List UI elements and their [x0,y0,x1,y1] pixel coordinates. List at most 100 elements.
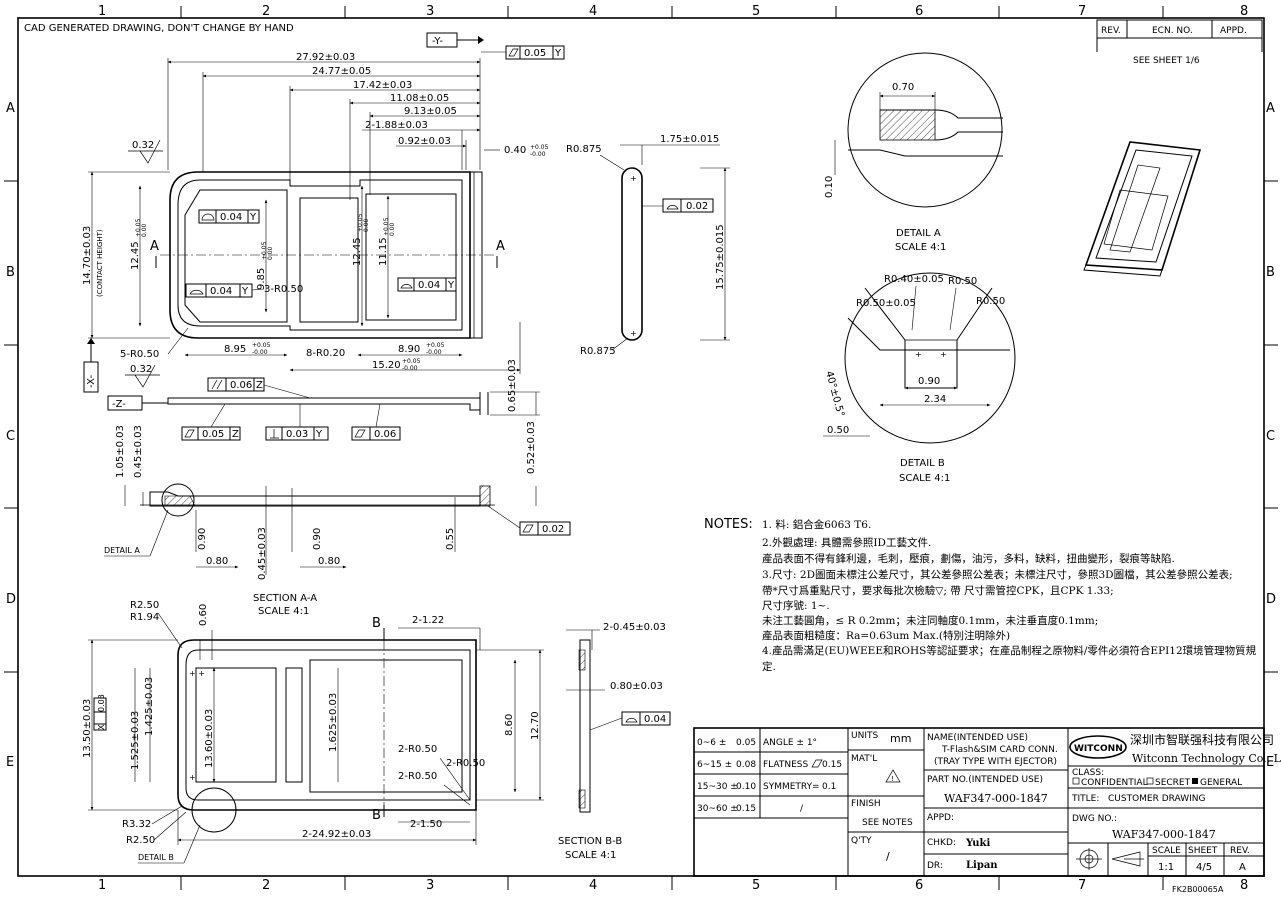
dim-8-90-tol-minus: -0.00 [426,349,442,356]
col-label-1b: 1 [98,878,106,893]
detail-b-callout: DETAIL B [138,853,174,862]
grid-markers: 1 2 3 4 5 6 7 8 1 2 3 4 5 6 7 8 A B C D … [4,4,1278,893]
appd-label: APPD: [927,813,954,823]
note-line-3: 產品表面不得有鋒利邊，毛刺，壓痕，劃傷，油污，多料，缺料，扭曲變形，裂痕等缺陷. [762,552,1175,565]
svg-text:+: + [940,350,947,359]
finish-value: SEE NOTES [862,818,913,828]
detail-b-label: DETAIL B [900,458,945,469]
dr-value: Lipan [966,860,998,871]
bottom-dim-060: 0.60 [198,604,209,626]
col-label-2: 2 [262,4,270,19]
detail-a-scale: SCALE 4:1 [895,242,946,253]
datum-y-label: -Y- [432,36,443,47]
row-label-a-r: A [1266,101,1275,116]
fcf-profile-1-value: 0.04 [220,212,242,223]
dim-0-92: 0.92±0.03 [398,136,451,147]
fcf-profile-3-value: 0.04 [418,280,440,291]
dim-12-45-b-tol-minus: 0.00 [363,218,370,232]
fcf-sec-aa [519,521,571,536]
top-view: -Y- 0.05 Y 27.92±0.03 24.77±0.05 17.42±0… [82,32,565,393]
tol-value-1: 0.05 [736,738,756,748]
rev-header-tb: REV. [1230,846,1250,856]
section-a-left: A [150,239,159,254]
fcf-sec-aa-value: 0.02 [542,524,564,535]
company-name-cn: 深圳市智联强科技有限公司 [1130,732,1274,747]
section-b-b: 2-0.45±0.03 0.80±0.03 0.04 SECTION B-B S… [558,622,671,861]
tol-symmetry: SYMMETRY [763,782,813,792]
col-label-7b: 7 [1078,878,1086,893]
dim-12-45-a: 12.45 [130,241,141,270]
projection-icon [1076,848,1144,870]
detail-a-dim-070: 0.70 [892,82,914,93]
svg-text:=: = [812,782,820,792]
tol-range-1: 0~6 ± [697,738,726,748]
col-label-4b: 4 [589,878,597,893]
class-secret-checkbox [1146,777,1154,785]
sec-aa-dim-090-a: 0.90 [197,528,208,550]
dim-8-90-tol-plus: +0.05 [426,342,445,349]
fcf-perp-y-value: 0.03 [286,429,308,440]
fcf-symmetry-datum: X [97,724,106,730]
col-label-5: 5 [752,4,760,19]
fcf-flat-z-datum: Z [232,429,239,440]
svg-text:+: + [630,329,637,338]
name-label: NAME(INTENDED USE) [927,733,1028,743]
dim-0-40: 0.40 [504,145,526,156]
chkd-value: Yuki [965,838,990,849]
row-label-e-r: E [1266,755,1274,770]
fcf-perp-y-datum: Y [315,429,323,440]
sec-bb-dim-080: 0.80±0.03 [610,681,663,692]
section-aa-label: SECTION A-A [253,593,317,604]
tol-angle: ANGLE ± 1° [763,738,817,748]
fcf-symmetry-value: 0.03 [97,694,106,712]
sec-aa-dim-065: 0.65±0.03 [507,359,518,412]
radius-5-r0-50: 5-R0.50 [120,349,159,360]
dim-0-40-tol-minus: -0.00 [530,151,546,158]
dim-2-1-88: 2-1.88±0.03 [365,120,428,131]
qty-label: Q'TY [851,836,872,846]
sec-aa-dim-105: 1.05±0.03 [115,425,126,478]
detail-b-angle: 40°±0.5° [823,370,846,418]
matl-label: MAT'L [851,754,877,764]
dim-8-95-tol-minus: -0.00 [252,349,268,356]
col-label-8b: 8 [1240,878,1248,893]
side-profile [621,167,643,341]
fcf-flat-2-value: 0.06 [374,429,396,440]
dim-12-45-a-tol-minus: 0.00 [141,223,148,237]
detail-a: 0.70 0.10 DETAIL A SCALE 4:1 [824,52,1003,253]
row-label-a: A [6,101,15,116]
fcf-profile-1 [198,209,260,224]
qty-value: / [886,850,890,863]
sec-aa-dim-045: 0.45±0.03 [133,425,144,478]
bottom-r250: R2.50 [130,600,159,611]
sec-bb-dim-2-045: 2-0.45±0.03 [603,622,666,633]
sec-aa-dim-080-b: 0.80 [318,556,340,567]
bottom-view: + + + R2.50 R1.94 0.60 B 2-1.22 B 13.50±… [82,600,544,864]
dim-9-85: 9.85 [256,268,267,290]
bottom-dim-1270: 12.70 [530,711,541,740]
dim-8-95-tol-plus: +0.05 [252,342,271,349]
bottom-r194: R1.94 [130,612,159,623]
tol-flatness-value: 0.15 [822,760,842,770]
bottom-dim-2-150: 2-1.50 [410,819,442,830]
ecn-header: ECN. NO. [1152,26,1193,36]
note-line-6: 尺寸序號: 1~. [762,599,830,612]
section-bb-scale: SCALE 4:1 [565,850,616,861]
revision-block: REV. ECN. NO. APPD. SEE SHEET 1/6 [1096,19,1263,66]
fcf-flatness-top-datum: Y [554,48,562,59]
radius-8-r0-20: 8-R0.20 [306,348,345,359]
fcf-parallel [207,377,265,392]
tol-range-3: 15~30 ± [697,782,738,792]
class-general: GENERAL [1200,778,1242,788]
see-sheet-note: SEE SHEET 1/6 [1133,56,1200,66]
appd-header: APPD. [1220,26,1247,36]
part-number: WAF347-000-1847 [944,792,1048,805]
svg-text:+: + [189,773,196,782]
name-line-1: T-Flash&SIM CARD CONN. [941,745,1058,755]
dim-15-20-tol-minus: -0.00 [402,365,418,372]
dim-15-20-tol-plus: +0.05 [402,358,421,365]
fcf-profile-3-datum: Y [447,280,455,291]
sheet-header: SHEET [1188,846,1218,856]
class-confidential: CONFIDENTIAL [1081,778,1148,788]
